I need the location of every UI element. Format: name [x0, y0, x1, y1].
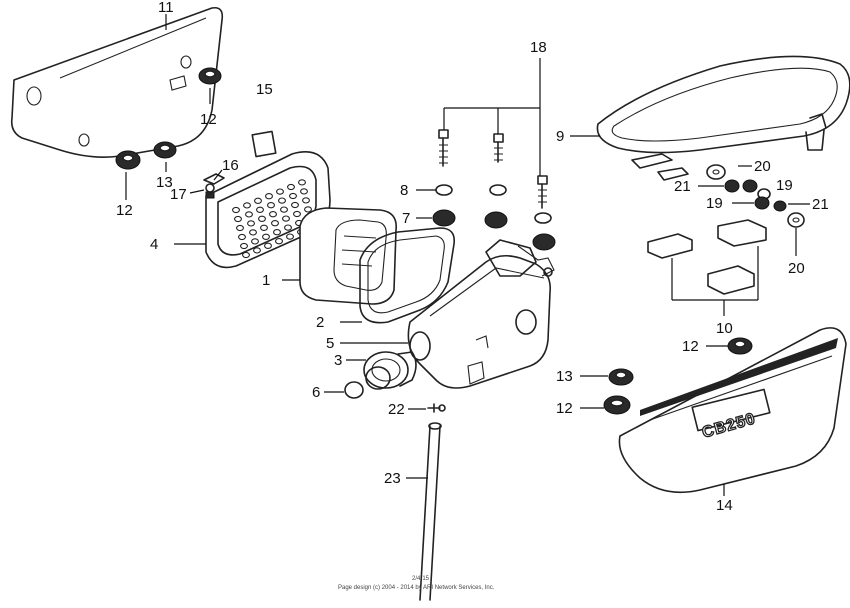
filter-hole: [287, 183, 295, 191]
filter-hole: [300, 188, 308, 195]
filter-holes: [232, 179, 316, 259]
element-seal: [359, 227, 456, 324]
filter-hole: [249, 229, 257, 236]
callout-15: 15: [256, 81, 273, 98]
filter-hole: [236, 224, 244, 232]
callout-12-top-left: 12: [200, 111, 217, 128]
callout-8: 8: [400, 182, 408, 199]
callout-5: 5: [326, 335, 334, 352]
filter-hole: [269, 211, 277, 218]
filter-hole: [280, 206, 288, 213]
grommet-12-top-left: [198, 67, 222, 85]
filter-hole: [242, 251, 250, 259]
filter-hole: [253, 247, 261, 254]
callout-1: 1: [262, 272, 270, 289]
filter-hole: [289, 192, 297, 200]
callout-7: 7: [402, 210, 410, 227]
callout-12-right-top: 12: [682, 338, 699, 355]
filter-hole: [265, 193, 273, 200]
callout-11: 11: [158, 0, 174, 16]
callout-14: 14: [716, 497, 733, 514]
callout-16: 16: [222, 157, 239, 174]
filter-hole: [245, 211, 253, 218]
callout-3: 3: [334, 352, 342, 369]
grommet-12-right-lower: [603, 395, 631, 415]
filter-hole: [254, 197, 262, 204]
collars-8: [435, 184, 552, 224]
filter-hole: [302, 197, 310, 204]
filter-hole: [278, 197, 286, 204]
filter-hole: [240, 242, 248, 250]
filter-hole: [291, 201, 299, 209]
filter-hole: [247, 220, 255, 227]
filter-hole: [262, 233, 270, 240]
filter-hole: [251, 238, 259, 245]
filter-hole: [298, 179, 306, 186]
callout-21-right: 21: [812, 196, 829, 213]
callout-22: 22: [388, 401, 405, 418]
left-side-cover: [10, 6, 224, 158]
callout-21-left: 21: [674, 178, 691, 195]
air-cleaner-element: [299, 207, 397, 305]
grommet-12-lower-left: [115, 150, 141, 170]
footer-copyright: Page design (c) 2004 - 2014 by ARI Netwo…: [338, 585, 495, 591]
filter-hole: [271, 220, 279, 227]
seat: [596, 55, 850, 181]
leader-lines: [125, 14, 810, 496]
screw-clip-16-17: [203, 173, 225, 199]
callout-13-right: 13: [556, 368, 573, 385]
filter-hole: [267, 202, 275, 209]
filter-hole: [258, 215, 266, 222]
filter-hole: [275, 238, 283, 245]
filter-hole: [293, 210, 301, 218]
filter-hole: [284, 224, 292, 231]
callout-13-left: 13: [156, 174, 173, 191]
cushions-7: [432, 209, 556, 251]
filter-hole: [238, 233, 246, 241]
filter-hole: [286, 233, 294, 240]
filter-hole: [234, 215, 242, 223]
filter-hole: [273, 229, 281, 236]
caution-label-15: [251, 130, 277, 158]
callout-12-right-lower: 12: [556, 400, 573, 417]
seat-hardware: [706, 164, 805, 228]
grommet-13-right: [608, 368, 634, 386]
filter-hole: [304, 206, 312, 213]
air-cleaner-case: [407, 239, 555, 389]
filter-hole: [264, 242, 272, 249]
filter-hole: [232, 206, 240, 214]
connecting-tube: [363, 351, 417, 390]
callout-4: 4: [150, 236, 158, 253]
callout-12-lower-left: 12: [116, 202, 133, 219]
footer-code: 2/4-15: [412, 576, 430, 582]
bolts-18: [438, 129, 548, 209]
callout-19-right: 19: [776, 177, 793, 194]
filter-hole: [256, 206, 264, 213]
callout-9: 9: [556, 128, 564, 145]
right-side-cover: [618, 327, 847, 494]
callout-2: 2: [316, 314, 324, 331]
callout-19-left: 19: [706, 195, 723, 212]
rubber-blocks: [647, 219, 767, 295]
filter-hole: [282, 215, 290, 222]
callout-20-lower: 20: [788, 260, 805, 277]
grommet-13-left: [153, 141, 177, 159]
callout-23: 23: [384, 470, 401, 487]
drain-clip: [427, 403, 446, 413]
o-ring: [344, 381, 364, 399]
drain-tube: [419, 422, 442, 601]
callout-17: 17: [170, 186, 187, 203]
callout-18: 18: [530, 39, 547, 56]
callout-6: 6: [312, 384, 320, 401]
callout-20-top: 20: [754, 158, 771, 175]
filter-hole: [276, 188, 284, 195]
filter-hole: [243, 202, 251, 209]
callout-labels: 11 12 13 12 15 16 17 4 1 2 5 3 6 22 23 8…: [116, 0, 829, 514]
callout-10: 10: [716, 320, 733, 337]
grommet-12-right-top: [727, 337, 753, 355]
filter-hole: [260, 224, 268, 231]
